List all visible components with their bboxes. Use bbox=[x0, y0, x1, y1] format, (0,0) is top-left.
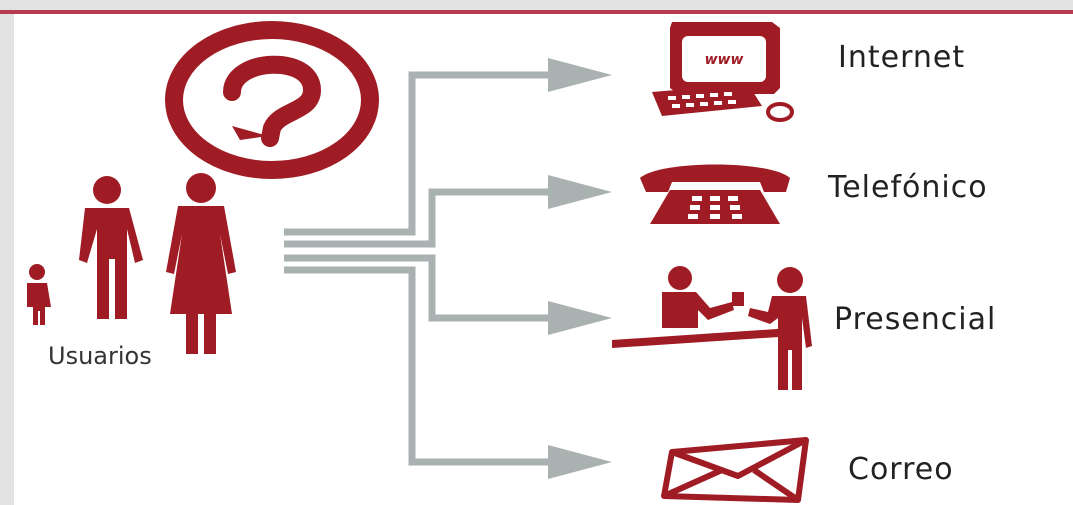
arrow-telefonico bbox=[548, 175, 612, 209]
question-mark-icon bbox=[165, 21, 379, 179]
arrow-internet bbox=[548, 58, 612, 92]
users-family-icon bbox=[27, 173, 236, 354]
computer-icon: www bbox=[652, 22, 794, 122]
envelope-icon bbox=[661, 437, 809, 503]
users-label: Usuarios bbox=[48, 342, 152, 370]
channel-label-internet: Internet bbox=[838, 40, 966, 75]
arrow-presencial bbox=[548, 301, 612, 335]
telephone-icon bbox=[640, 164, 790, 224]
arrow-correo bbox=[548, 445, 612, 479]
channel-label-presencial: Presencial bbox=[834, 302, 997, 337]
channel-label-correo: Correo bbox=[848, 452, 954, 487]
arrowheads bbox=[548, 58, 612, 479]
channel-label-telefonico: Telefónico bbox=[828, 170, 988, 205]
connector-lines bbox=[284, 71, 560, 466]
top-accent-line bbox=[0, 10, 1073, 14]
screen-text: www bbox=[705, 52, 744, 68]
in-person-counter-icon bbox=[612, 266, 812, 390]
